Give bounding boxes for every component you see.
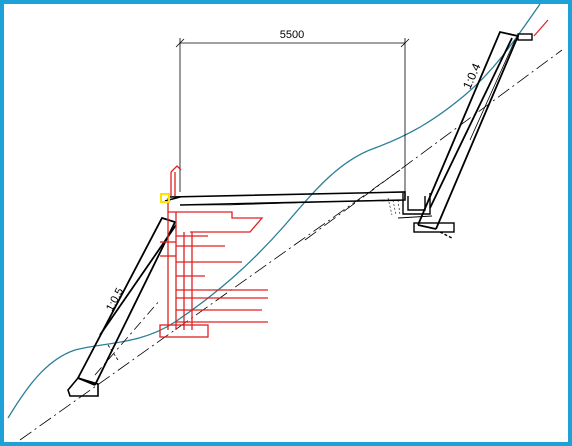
design-slope-line-short	[94, 299, 161, 376]
left-wall-dash-cut	[107, 344, 119, 361]
design-slope-line-lower	[19, 169, 401, 441]
reinforcement-frame	[159, 198, 268, 338]
right-red-tick	[533, 19, 549, 37]
cross-section-drawing: 5500 1:0.4	[7, 4, 563, 441]
ditch-base	[397, 215, 433, 219]
yellow-marker	[160, 193, 170, 203]
right-retaining-wall	[417, 30, 520, 230]
marker-post	[170, 165, 182, 196]
left-retaining-wall	[77, 216, 177, 386]
right-slope-label: 1:0.4	[460, 61, 484, 91]
drainage-ditch	[402, 193, 431, 215]
natural-ground-line	[7, 4, 541, 419]
left-slope-label: 1:0.5	[104, 286, 126, 313]
left-wall-footing	[67, 377, 99, 397]
design-slope-line-upper	[304, 49, 563, 241]
dimension-5500	[175, 38, 410, 196]
right-wall-footing	[413, 222, 455, 239]
right-wall-cut	[469, 39, 516, 141]
right-wall-top-cap	[517, 33, 533, 41]
road-deck-underside	[180, 199, 386, 206]
dimension-label: 5500	[280, 29, 304, 41]
deck-end-hatch	[387, 197, 401, 216]
